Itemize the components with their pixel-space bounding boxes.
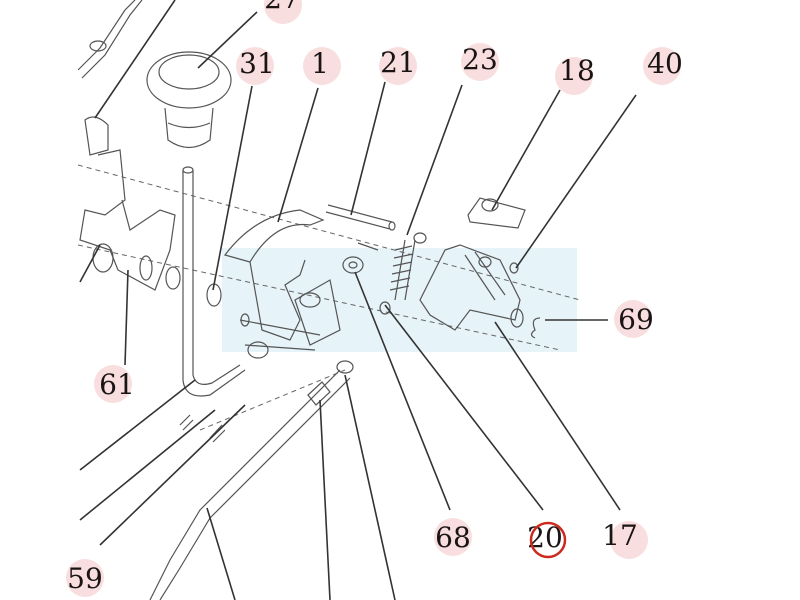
knob-part — [146, 51, 232, 149]
plate-part — [419, 244, 524, 331]
callout-61[interactable]: 61 — [99, 368, 135, 401]
callout-21[interactable]: 21 — [380, 46, 416, 79]
callout-68[interactable]: 68 — [435, 521, 471, 554]
roll-pin-part — [179, 414, 226, 443]
callout-23[interactable]: 23 — [462, 43, 498, 76]
callout-18[interactable]: 18 — [559, 54, 595, 87]
assembly-axis-line — [77, 164, 581, 301]
spring-part — [379, 232, 427, 315]
assembly-axis-line — [199, 369, 346, 431]
callout-27[interactable]: 27 — [264, 0, 300, 15]
shift-rod-part — [182, 166, 246, 397]
lever-part — [223, 209, 341, 359]
washer-part — [342, 256, 364, 274]
highlight-region — [222, 248, 577, 352]
cable-rod-part — [149, 360, 354, 600]
block-part — [467, 197, 526, 229]
clip-part — [530, 317, 541, 339]
callout-backgrounds — [66, 0, 681, 597]
callout-59[interactable]: 59 — [67, 562, 103, 595]
selection-ring — [529, 521, 567, 559]
callout-17[interactable]: 17 — [602, 519, 638, 552]
callout-69[interactable]: 69 — [618, 303, 654, 336]
callout-40[interactable]: 40 — [647, 47, 683, 80]
left-margin — [0, 0, 78, 600]
callout-1[interactable]: 1 — [311, 47, 329, 80]
cable-part — [77, 0, 143, 79]
pin-part — [325, 204, 396, 251]
leader-lines — [79, 0, 637, 600]
callout-31[interactable]: 31 — [239, 47, 275, 80]
